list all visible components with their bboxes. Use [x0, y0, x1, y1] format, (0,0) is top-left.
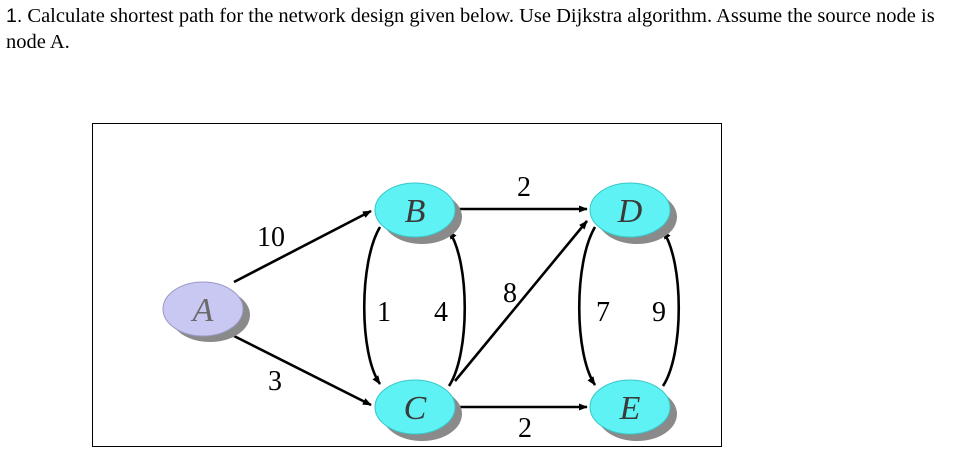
- node-e-label: E: [619, 390, 641, 427]
- edge-c-d: [453, 220, 589, 382]
- node-d-circle: [589, 182, 671, 238]
- edge-e-d: [661, 230, 680, 387]
- weight-c-b: 4: [434, 297, 448, 328]
- node-e-circle: [589, 379, 671, 435]
- node-a-circle: [162, 281, 244, 337]
- question-number: 1.: [6, 5, 23, 27]
- node-a-label: A: [191, 292, 214, 329]
- edges: [233, 205, 680, 411]
- edge-a-c: [233, 334, 372, 407]
- weight-c-d: 8: [503, 278, 517, 309]
- node-b-label: B: [405, 193, 426, 230]
- edge-c-b: [447, 230, 466, 387]
- node-a: A: [162, 281, 250, 342]
- edge-d-e: [577, 226, 597, 386]
- edge-weights: 10 3 1 4 2 8 2 7 9: [257, 172, 666, 444]
- node-e: E: [589, 379, 677, 441]
- weight-d-e: 7: [596, 297, 610, 328]
- network-diagram: A B C D E 10 3 1 4 2 8: [92, 123, 722, 447]
- weight-b-d: 2: [517, 172, 531, 203]
- edge-b-c: [362, 226, 382, 385]
- node-c: C: [374, 379, 462, 441]
- weight-b-c: 1: [377, 297, 391, 328]
- node-c-label: C: [404, 390, 427, 427]
- weight-a-c: 3: [268, 366, 282, 397]
- network-graph: A B C D E 10 3 1 4 2 8: [162, 172, 680, 444]
- question-text: 1. Calculate shortest path for the netwo…: [6, 3, 954, 55]
- question-body: Calculate shortest path for the network …: [6, 5, 935, 53]
- node-b-circle: [374, 182, 456, 238]
- node-d: D: [589, 182, 677, 244]
- node-b: B: [374, 182, 462, 244]
- node-c-circle: [374, 379, 456, 435]
- weight-a-b: 10: [257, 222, 285, 253]
- weight-c-e: 2: [518, 413, 532, 444]
- node-d-label: D: [617, 193, 643, 230]
- weight-e-d: 9: [652, 297, 666, 328]
- edge-a-b: [233, 209, 372, 284]
